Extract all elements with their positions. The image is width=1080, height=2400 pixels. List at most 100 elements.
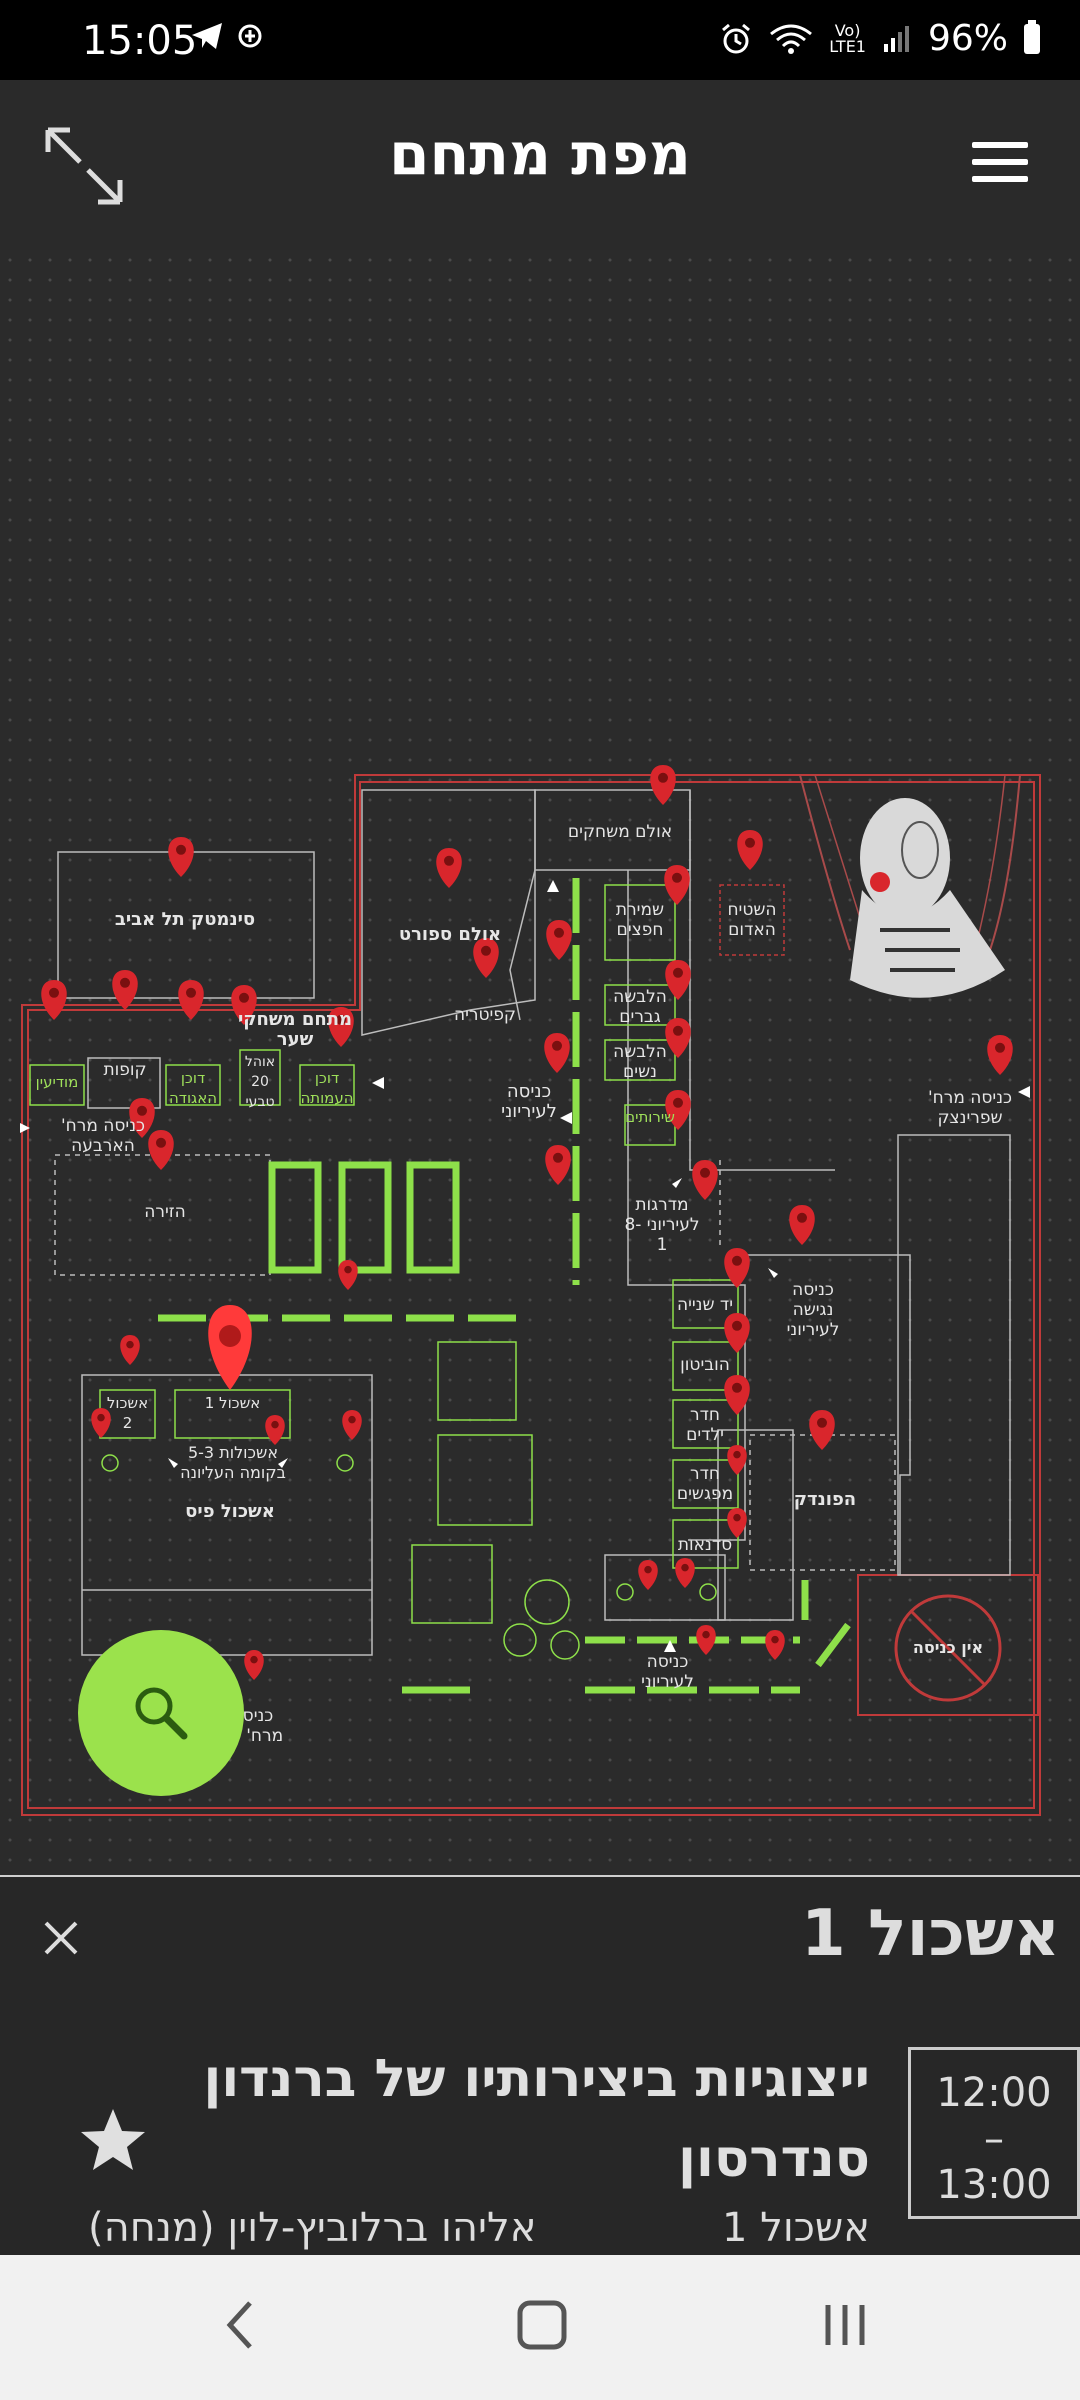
map-label-workshops[interactable]: סדנאות <box>677 1535 733 1555</box>
map-label-gaming-zone[interactable]: מתחם משחקי שער <box>237 1009 353 1050</box>
sync-icon <box>238 24 262 48</box>
map-label-entrance-springzak[interactable]: כניסה מרח' שפרינצק <box>927 1088 1013 1128</box>
home-square-icon[interactable] <box>516 2295 568 2355</box>
search-icon <box>135 1687 188 1740</box>
location-pin-icon[interactable] <box>665 1018 691 1058</box>
location-pin-icon[interactable] <box>696 1625 716 1655</box>
map-label-womens-costume[interactable]: הלבשה נשים <box>613 1042 667 1082</box>
venue-map[interactable]: סינמטק תל אביב אולם ספורט קפיטריה אולם מ… <box>0 250 1080 1875</box>
map-label-depth-booth[interactable]: דוכן העמותה <box>300 1069 354 1107</box>
recents-bars-icon[interactable] <box>820 2295 870 2355</box>
panel-title: אשכול 1 <box>801 1897 1060 1971</box>
location-pin-icon[interactable] <box>231 985 257 1025</box>
location-pin-icon[interactable] <box>692 1160 718 1200</box>
map-label-entrance-visitors[interactable]: כניסה לעיריוני <box>501 1081 557 1122</box>
map-label-entrance-arbaa[interactable]: כניסה מרח' הארבעה <box>60 1116 146 1156</box>
location-pin-icon[interactable] <box>342 1410 362 1440</box>
location-pin-icon[interactable] <box>724 1248 750 1288</box>
location-pin-dot <box>681 1563 689 1572</box>
location-pin-icon[interactable] <box>473 938 499 978</box>
location-pin-icon[interactable] <box>265 1415 285 1445</box>
location-pin-icon[interactable] <box>129 1098 155 1138</box>
location-pin-icon[interactable] <box>987 1035 1013 1075</box>
map-label-eshkolot[interactable]: אשכולות 5-3 בקומה העליונה <box>180 1443 286 1482</box>
location-pin-icon[interactable] <box>544 1033 570 1073</box>
map-label-kids-room[interactable]: חדר ילדים <box>686 1405 724 1445</box>
close-icon[interactable] <box>40 1917 82 1959</box>
map-label-mens-costume[interactable]: הלבשה גברים <box>613 987 667 1027</box>
search-button[interactable] <box>78 1630 244 1796</box>
map-label-cafeteria[interactable]: קפיטריה <box>453 1005 516 1025</box>
map-label-accessible-entrance[interactable]: כניסה נגישה לעיריוני <box>786 1280 840 1340</box>
arrows <box>20 880 1030 1652</box>
map-label-meeting-room[interactable]: חדר מפגשים <box>676 1464 734 1504</box>
map-label-cinematheque[interactable]: סינמטק תל אביב <box>114 909 256 930</box>
location-pin-icon[interactable] <box>765 1630 785 1660</box>
map-label-eshkol1[interactable]: אשכול 1 <box>204 1394 261 1412</box>
event-start-time: 12:00 <box>936 2070 1052 2116</box>
map-label-sports-hall[interactable]: אולם ספורט <box>398 924 502 945</box>
location-pin-icon[interactable] <box>665 960 691 1000</box>
map-label-hobbit[interactable]: הוביטון <box>680 1355 730 1375</box>
location-pin-icon[interactable] <box>724 1375 750 1415</box>
location-pin-icon[interactable] <box>41 980 67 1020</box>
map-label-eshkol-pis[interactable]: אשכול פיס <box>185 1501 275 1522</box>
green-structures <box>158 878 851 1694</box>
location-pin-dot <box>553 1152 563 1163</box>
map-label-second-hand[interactable]: יד שנייה <box>676 1295 734 1315</box>
location-pin-icon[interactable] <box>545 1145 571 1185</box>
location-pin-dot <box>49 987 59 998</box>
location-pin-dot <box>336 1014 346 1025</box>
map-label-entrance-left-bottom-1[interactable]: כניס <box>242 1706 274 1726</box>
back-chevron-icon[interactable] <box>220 2295 260 2355</box>
map-label-toilets[interactable]: שירותים <box>625 1108 675 1126</box>
location-pin-icon[interactable] <box>809 1410 835 1450</box>
map-label-eshkol2[interactable]: אשכול 2 <box>106 1394 149 1432</box>
location-pin-icon[interactable] <box>338 1260 358 1290</box>
location-pin-dot <box>444 855 454 866</box>
location-pin-icon[interactable] <box>244 1650 264 1680</box>
status-time: 15:05 <box>82 18 198 64</box>
map-label-hotel[interactable]: הפונדק <box>793 1489 857 1510</box>
location-pin-dot <box>348 1415 356 1424</box>
location-pin-icon[interactable] <box>546 920 572 960</box>
signal-icon <box>883 25 909 52</box>
event-end-time: 13:00 <box>936 2162 1052 2208</box>
location-pin-icon[interactable] <box>112 970 138 1010</box>
event-title[interactable]: ייצוגיות ביצירותיו של ברנדון סנדרסון <box>203 2049 870 2189</box>
location-pin-icon[interactable] <box>148 1130 174 1170</box>
map-label-tent20[interactable]: אוהל 20 טבעי <box>244 1054 276 1110</box>
location-pin-icon[interactable] <box>436 848 462 888</box>
location-pin-icon[interactable] <box>737 830 763 870</box>
location-pin-icon[interactable] <box>665 1090 691 1130</box>
location-pin-icon[interactable] <box>638 1560 658 1590</box>
expand-arrows-icon[interactable] <box>40 122 130 212</box>
star-icon[interactable] <box>78 2105 148 2175</box>
location-pin-icon[interactable] <box>727 1508 747 1538</box>
location-pin-icon[interactable] <box>664 865 690 905</box>
location-pin-icon[interactable] <box>91 1408 111 1438</box>
app-header: מפת מתחם <box>0 80 1080 250</box>
location-pin-dot <box>126 1340 134 1349</box>
map-pins <box>41 765 1013 1680</box>
map-label-red-square[interactable]: השטיח האדום <box>727 900 777 940</box>
map-label-arena[interactable]: הזירה <box>144 1202 186 1222</box>
location-pin-icon[interactable] <box>168 837 194 877</box>
location-pin-icon[interactable] <box>789 1205 815 1245</box>
location-pin-icon[interactable] <box>650 765 676 805</box>
map-label-guild-booth[interactable]: דוכן האגודה <box>168 1069 218 1107</box>
location-pin-icon[interactable] <box>120 1335 140 1365</box>
system-navigation-bar <box>0 2255 1080 2400</box>
hamburger-menu-icon[interactable] <box>972 142 1028 182</box>
location-pin-icon[interactable] <box>675 1558 695 1588</box>
map-label-tickets[interactable]: קופות <box>103 1060 147 1080</box>
map-label-storage[interactable]: שמירת חפצים <box>615 900 665 940</box>
map-label-info[interactable]: מודיעין <box>35 1073 79 1091</box>
location-pin-icon[interactable] <box>178 980 204 1020</box>
location-pin-icon[interactable] <box>724 1313 750 1353</box>
map-label-entrance-bottom[interactable]: כניסה לעיריוני <box>641 1652 694 1692</box>
location-pin-icon[interactable] <box>328 1007 354 1047</box>
map-label-stairs[interactable]: מדרגות לעיריוני 8-1 <box>624 1195 700 1255</box>
map-label-games-hall[interactable]: אולם משחקים <box>567 822 673 842</box>
location-pin-icon[interactable] <box>727 1445 747 1475</box>
